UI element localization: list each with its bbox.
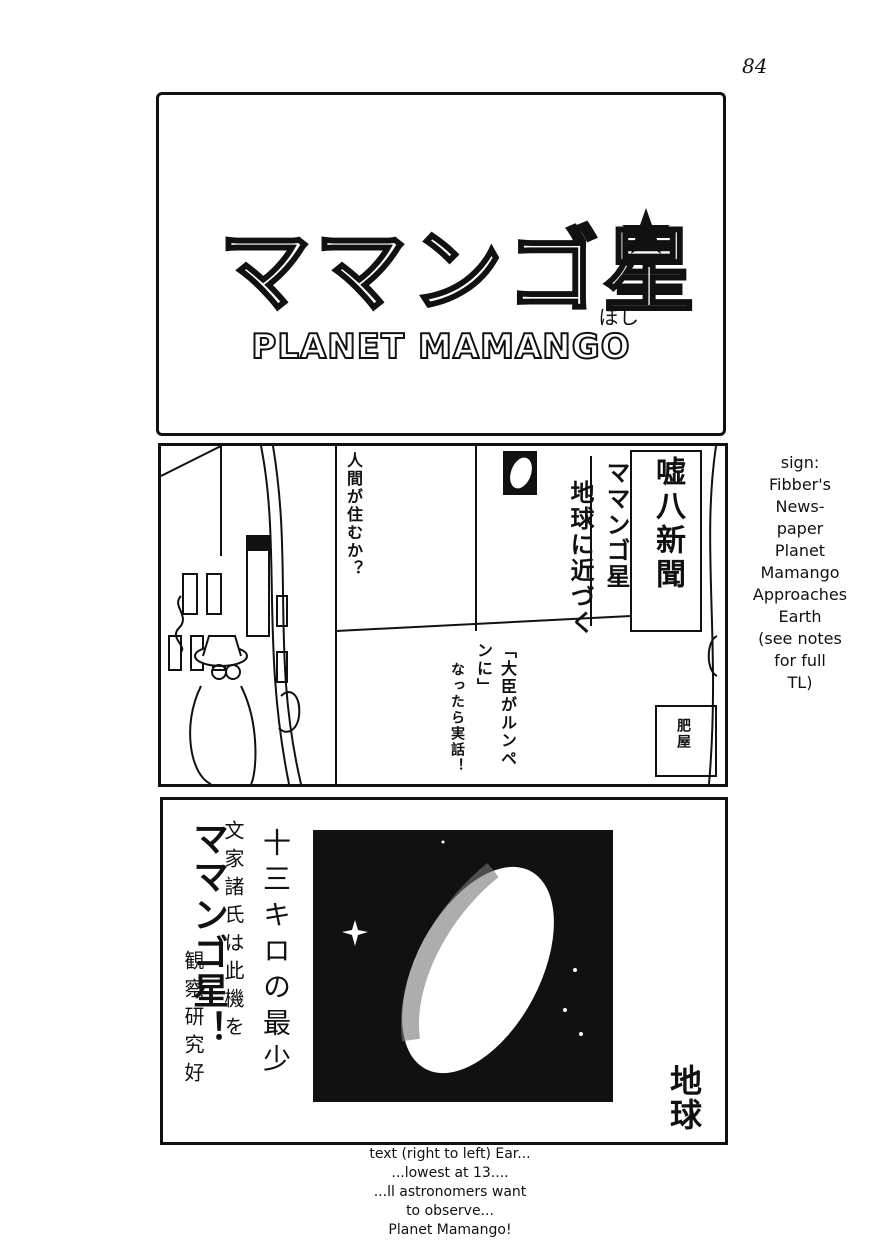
closeup-col-2: 文家諸氏は此機を	[221, 820, 245, 1044]
title-panel: ママンゴ星 ぼし PLANET MAMANGO	[156, 92, 726, 436]
sign-note-line: Planet	[774, 541, 826, 560]
sign-note-line: (see notes	[758, 629, 842, 648]
sign-note-line: sign:	[780, 453, 820, 472]
newspaper-section-b: 「大臣がルンペンに」	[474, 642, 517, 768]
page-number: 84	[742, 54, 768, 78]
newspaper-headline-2: 地球に近づく	[566, 480, 594, 636]
translator-caption-note: text (right to left) Ear... ...lowest at…	[340, 1145, 560, 1240]
sign-note-line: News-	[775, 497, 825, 516]
newspaper-section-c: なったら実話！	[449, 662, 465, 774]
caption-note-line: Planet Mamango!	[388, 1222, 512, 1238]
closeup-col-1: 十三キロの最少	[259, 828, 292, 1080]
newspaper-headline-1: ママンゴ星	[602, 460, 630, 590]
sign-note-line: Mamango	[760, 563, 840, 582]
title-japanese: ママンゴ星	[217, 217, 700, 327]
caption-note-line: text (right to left) Ear...	[369, 1146, 531, 1162]
translator-sign-note: sign: Fibber's News- paper Planet Mamang…	[748, 452, 852, 694]
title-furigana: ぼし	[599, 305, 639, 329]
newspaper-masthead: 嘘八新聞	[650, 456, 685, 592]
sign-note-line: TL)	[787, 673, 813, 692]
star-icon	[622, 208, 670, 254]
closeup-title: ママンゴ星！	[187, 820, 228, 1048]
vendor-sign: 肥屋	[675, 718, 691, 750]
sign-note-line: Earth	[778, 607, 822, 626]
sign-note-line: Fibber's	[769, 475, 831, 494]
closeup-col-3: 観察研究好	[181, 950, 205, 1090]
sign-note-line: Approaches	[752, 585, 848, 604]
caption-note-line: ...ll astronomers want	[373, 1184, 527, 1200]
title-english: PLANET MAMANGO	[250, 326, 631, 368]
sign-note-line: for full	[774, 651, 826, 670]
caption-note-line: to observe...	[406, 1203, 494, 1219]
closeup-panel: ママンゴ星！ 十三キロの最少 文家諸氏は此機を 観察研究好 地球	[160, 797, 728, 1145]
newspaper-panel: 嘘八新聞 ママンゴ星 地球に近づく 人間が住むか？ 「大臣がルンペンに」 なった…	[158, 443, 728, 787]
planet-illustration	[313, 830, 613, 1102]
sign-note-line: paper	[776, 519, 824, 538]
caption-note-line: ...lowest at 13....	[391, 1165, 509, 1181]
newspaper-section-a: 人間が住むか？	[344, 452, 363, 578]
newspaper-illustration	[161, 446, 718, 784]
closeup-bottom-right: 地球	[665, 1064, 703, 1132]
